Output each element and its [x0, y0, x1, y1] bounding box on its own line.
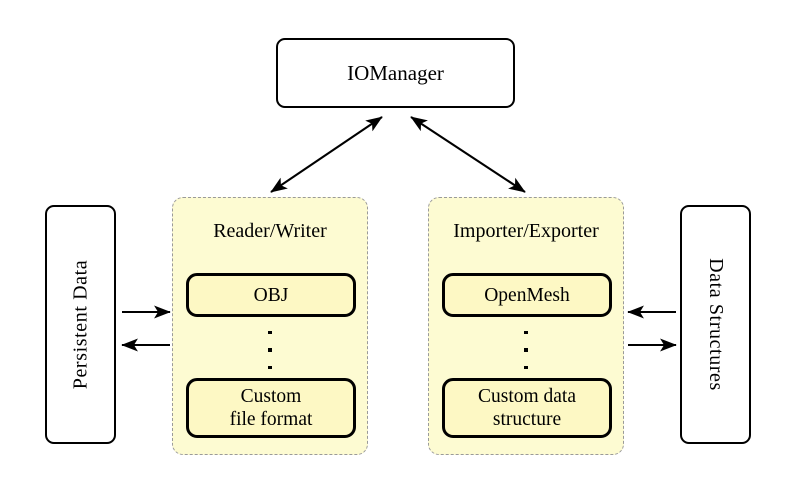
- reader-writer-item-custom-line2: file format: [229, 409, 313, 430]
- reader-writer-item-custom: Custom file format: [186, 378, 356, 438]
- importer-exporter-panel: Importer/Exporter OpenMesh Custom data s…: [428, 197, 624, 455]
- reader-writer-ellipsis-icon: [173, 331, 367, 369]
- reader-writer-title: Reader/Writer: [213, 220, 327, 242]
- data-structures-label: Data Structures: [705, 258, 728, 391]
- importer-exporter-title: Importer/Exporter: [453, 220, 599, 242]
- importer-exporter-ellipsis-icon: [429, 331, 623, 369]
- importer-exporter-item-openmesh: OpenMesh: [442, 273, 612, 317]
- arrow-iomanager-readerwriter: [270, 116, 383, 193]
- arrow-iomanager-importerexporter: [410, 116, 526, 193]
- reader-writer-panel: Reader/Writer OBJ Custom file format: [172, 197, 368, 455]
- importer-exporter-item-custom: Custom data structure: [442, 378, 612, 438]
- reader-writer-item-obj-label: OBJ: [253, 284, 289, 306]
- iomanager-label: IOManager: [347, 60, 444, 85]
- reader-writer-item-obj: OBJ: [186, 273, 356, 317]
- data-structures-box: Data Structures: [680, 205, 751, 444]
- persistent-data-box: Persistent Data: [45, 205, 116, 444]
- iomanager-box: IOManager: [276, 38, 515, 108]
- reader-writer-item-custom-label: Custom file format: [230, 385, 313, 431]
- importer-exporter-item-custom-line2: structure: [492, 409, 562, 430]
- persistent-data-label: Persistent Data: [69, 259, 91, 390]
- reader-writer-item-custom-line1: Custom: [240, 386, 302, 407]
- importer-exporter-item-custom-line1: Custom data: [477, 386, 577, 407]
- importer-exporter-item-openmesh-label: OpenMesh: [484, 284, 570, 306]
- importer-exporter-item-custom-label: Custom data structure: [478, 385, 576, 431]
